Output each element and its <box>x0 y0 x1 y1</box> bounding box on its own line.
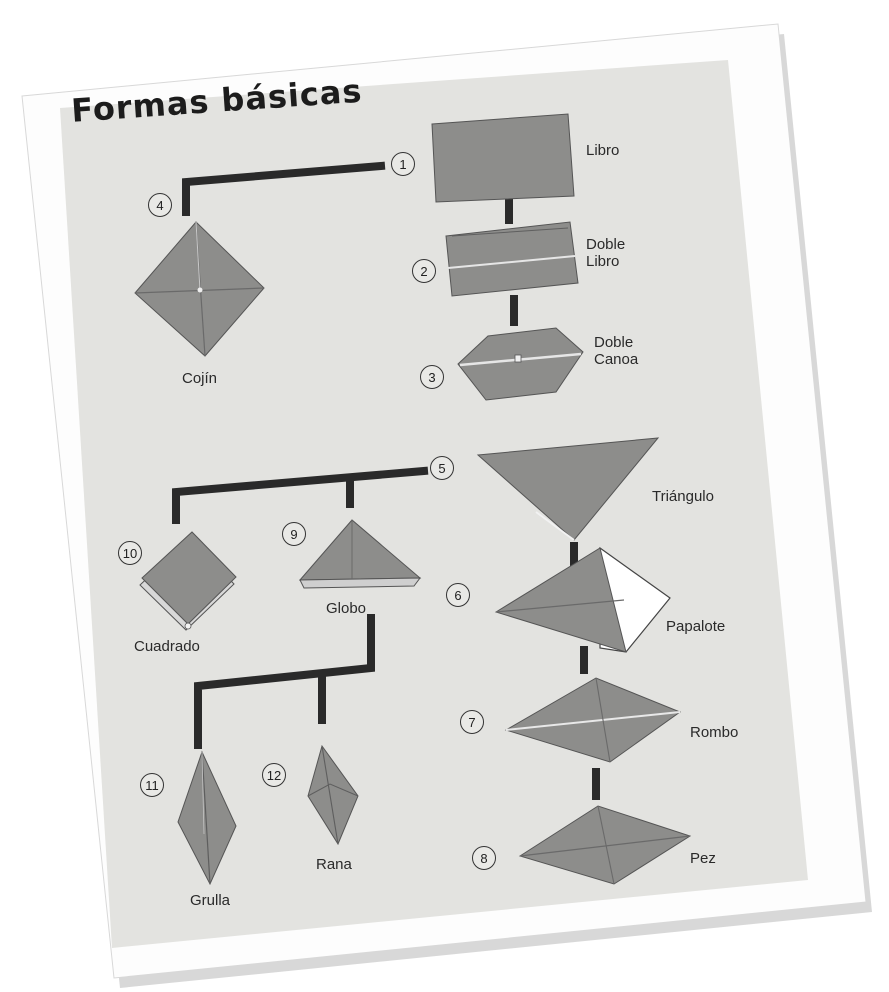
step-number-6: 6 <box>446 583 470 607</box>
label-doble-libro-line-1: Doble <box>586 236 625 253</box>
label-doble-canoa: Doble Canoa <box>594 334 638 368</box>
label-doble-canoa-line-2: Canoa <box>594 351 638 368</box>
label-libro: Libro <box>586 142 619 159</box>
label-papalote: Papalote <box>666 618 725 635</box>
step-number-7: 7 <box>460 710 484 734</box>
label-rombo: Rombo <box>690 724 738 741</box>
step-number-10: 10 <box>118 541 142 565</box>
label-doble-libro: Doble Libro <box>586 236 625 270</box>
label-doble-canoa-line-1: Doble <box>594 334 638 351</box>
step-number-1: 1 <box>391 152 415 176</box>
step-number-11: 11 <box>140 773 164 797</box>
label-rana: Rana <box>316 856 352 873</box>
step-number-9: 9 <box>282 522 306 546</box>
label-triangulo: Triángulo <box>652 488 714 505</box>
label-doble-libro-line-2: Libro <box>586 253 625 270</box>
shape-libro <box>432 114 574 202</box>
label-grulla: Grulla <box>190 892 230 909</box>
label-globo: Globo <box>326 600 366 617</box>
label-pez: Pez <box>690 850 716 867</box>
label-cojin: Cojín <box>182 370 217 387</box>
step-number-12: 12 <box>262 763 286 787</box>
step-number-3: 3 <box>420 365 444 389</box>
step-number-2: 2 <box>412 259 436 283</box>
label-cuadrado: Cuadrado <box>134 638 200 655</box>
step-number-5: 5 <box>430 456 454 480</box>
step-number-4: 4 <box>148 193 172 217</box>
step-number-8: 8 <box>472 846 496 870</box>
